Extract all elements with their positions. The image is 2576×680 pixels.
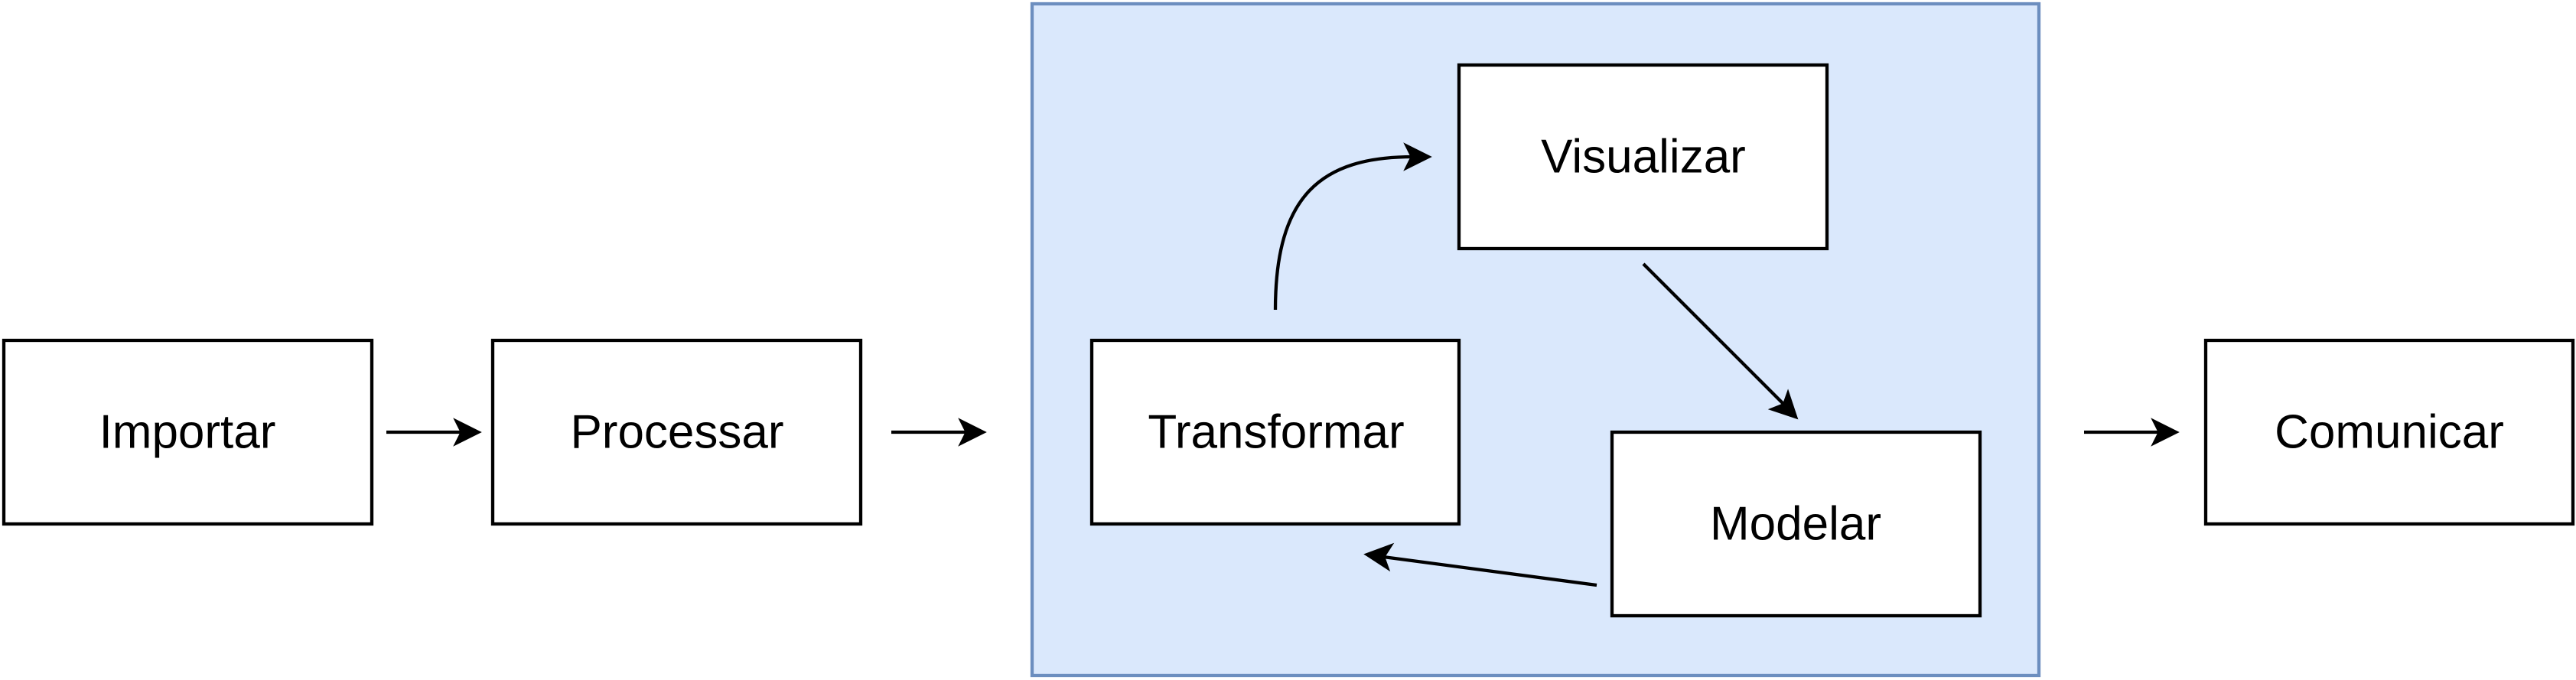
edge-modelar-transformar <box>1363 542 1597 587</box>
node-comunicar-box <box>2203 338 2575 526</box>
node-importar-box <box>2 338 374 526</box>
node-transformar-label: Transformar <box>1148 406 1404 459</box>
node-importar-label: Importar <box>99 406 276 459</box>
node-modelar-label: Modelar <box>1710 498 1881 551</box>
edge-transformar-visualizar-arrowhead <box>1403 142 1432 171</box>
edge-visualizar-modelar <box>1642 262 1799 420</box>
edge-importar-processar <box>386 418 482 447</box>
node-comunicar-label: Comunicar <box>2275 406 2504 459</box>
edge-group-comunicar-arrowhead <box>2151 418 2180 447</box>
edge-modelar-transformar-line <box>1382 555 1597 587</box>
edge-transformar-visualizar-line <box>1273 155 1414 311</box>
node-visualizar[interactable]: Visualizar <box>1457 63 1829 251</box>
edge-modelar-transformar-arrowhead <box>1363 542 1395 572</box>
node-processar[interactable]: Processar <box>490 338 863 526</box>
node-visualizar-box <box>1457 63 1829 251</box>
edge-transformar-visualizar <box>1273 142 1432 311</box>
edge-visualizar-modelar-line <box>1642 262 1786 406</box>
node-comunicar[interactable]: Comunicar <box>2203 338 2575 526</box>
edge-visualizar-modelar-arrowhead <box>1767 389 1799 420</box>
edge-importar-processar-arrowhead <box>453 418 482 447</box>
node-modelar-box <box>1610 430 1982 618</box>
node-processar-label: Processar <box>570 406 783 459</box>
edge-processar-transformar <box>891 418 987 447</box>
node-modelar[interactable]: Modelar <box>1610 430 1982 618</box>
edge-processar-transformar-arrowhead <box>958 418 987 447</box>
edge-group-comunicar <box>2084 418 2180 447</box>
node-importar[interactable]: Importar <box>2 338 374 526</box>
node-visualizar-label: Visualizar <box>1541 131 1746 184</box>
node-processar-box <box>490 338 863 526</box>
node-transformar[interactable]: Transformar <box>1089 338 1461 526</box>
node-transformar-box <box>1089 338 1461 526</box>
